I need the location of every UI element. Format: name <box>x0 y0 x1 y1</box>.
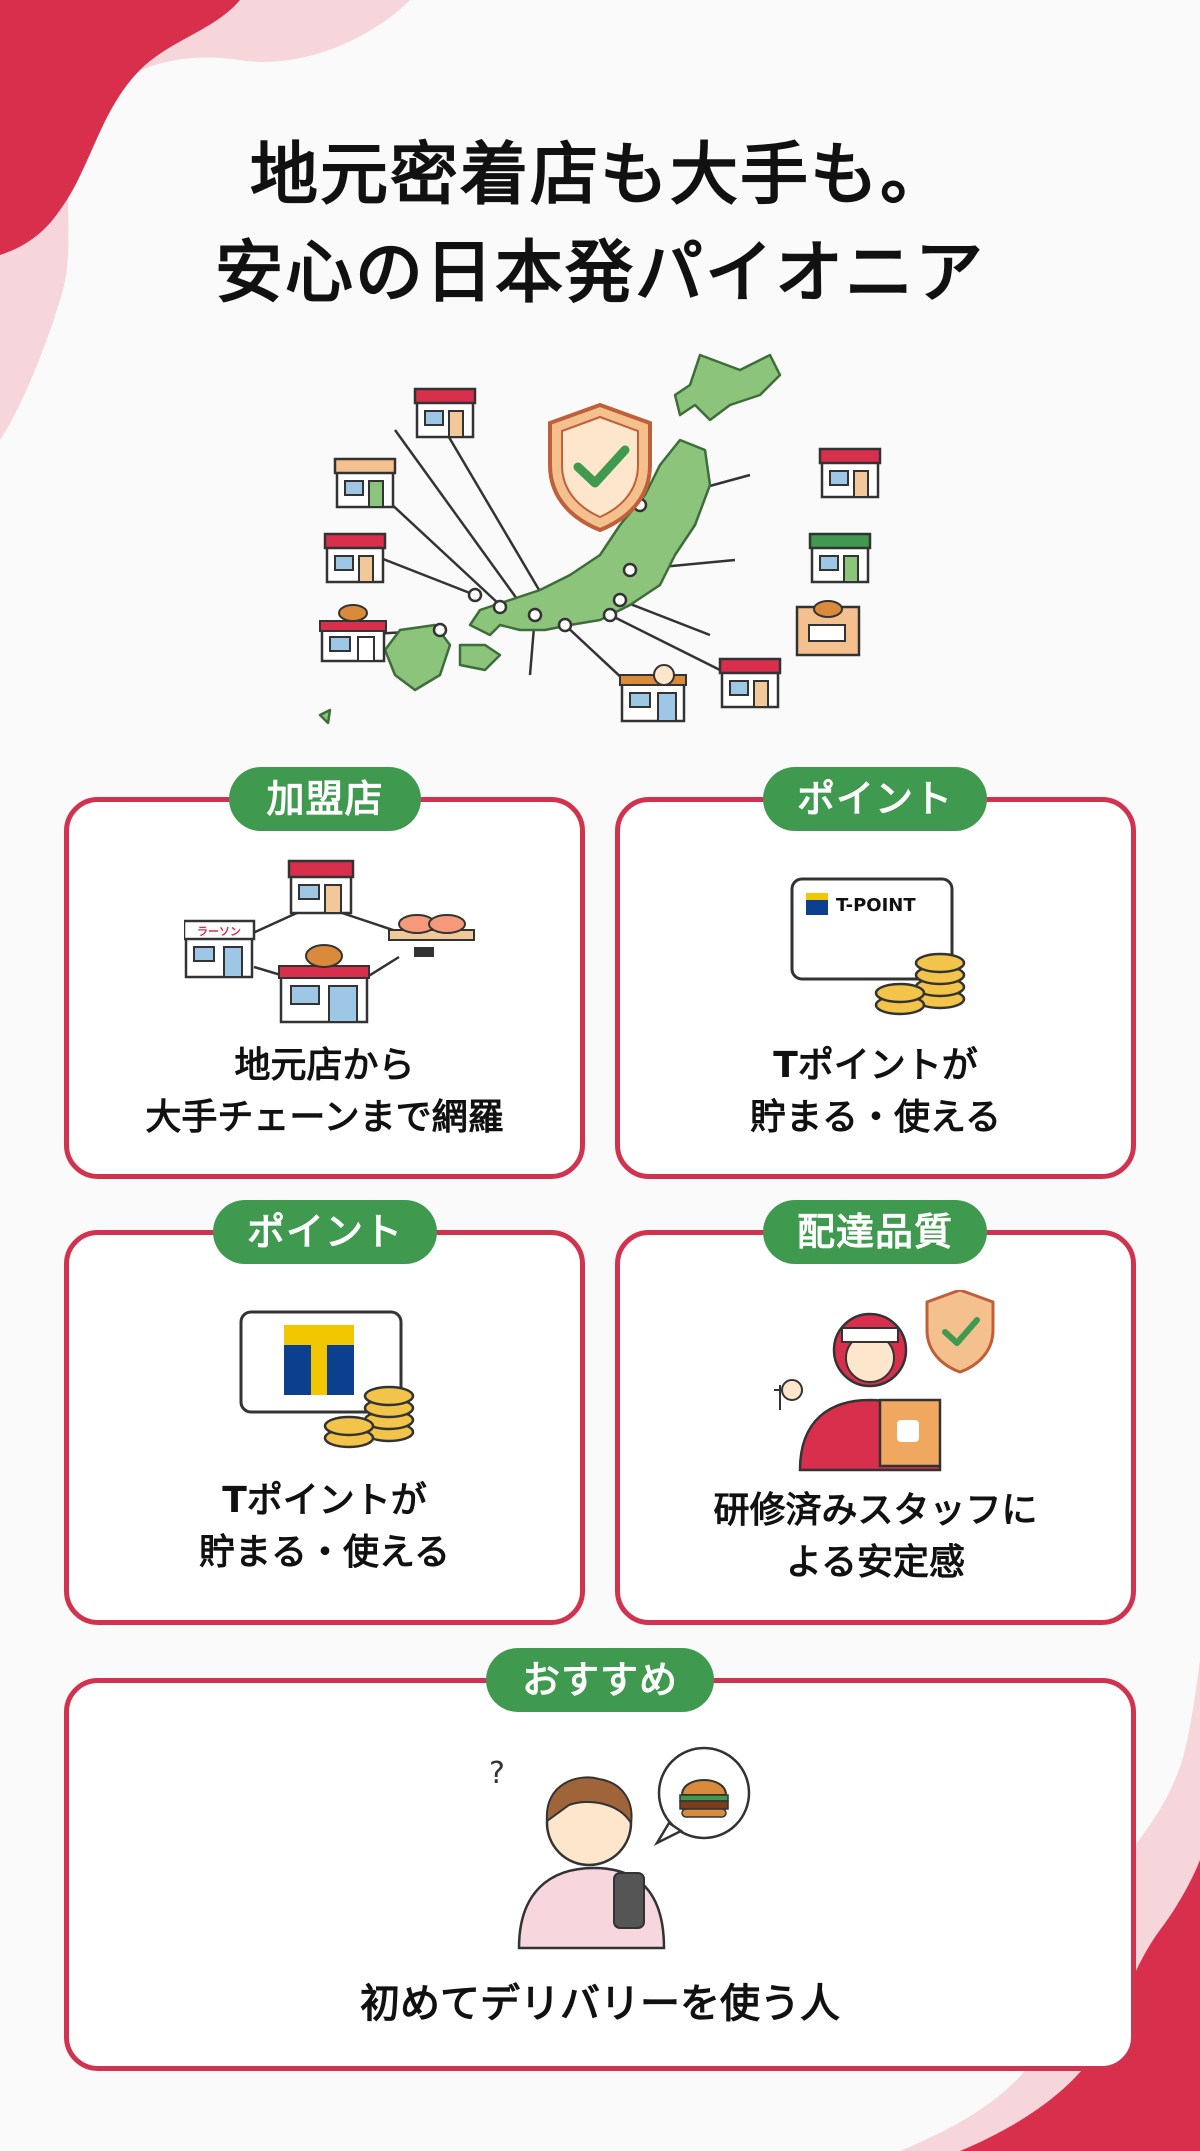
shop-icon-4 <box>818 447 882 499</box>
shop-icon-3 <box>323 532 387 584</box>
t-card-illustration <box>239 1310 415 1449</box>
person-with-phone-illustration: ? <box>489 1746 751 1950</box>
question-mark-icon: ? <box>489 1756 505 1791</box>
burger-icon <box>679 1779 729 1818</box>
convenience-store-icon: ラーソン <box>184 919 256 979</box>
shield-check-icon <box>925 1290 995 1374</box>
shop-icon-1 <box>413 387 477 439</box>
shop-icon-6 <box>795 600 861 657</box>
page-title-line2: 安心の日本発パイオニア <box>214 234 985 313</box>
card-text-line2: 大手チェーンまで網羅 <box>145 1097 504 1138</box>
burger-shop-icon <box>319 604 387 663</box>
page-title-line1: 地元密着店も大手も。 <box>249 136 950 215</box>
badge-member-stores: 加盟店 <box>229 767 421 831</box>
badge-points-1: ポイント <box>763 767 987 831</box>
t-point-card-illustration: T-POINT <box>790 877 966 1016</box>
card-text-line1: Tポイントが <box>773 1045 978 1086</box>
card-member-stores: ラーソン 地元店から 大手チェーンまで網羅 <box>64 797 585 1179</box>
card-text-line2: 貯まる・使える <box>750 1097 1001 1138</box>
shop-icon-7 <box>718 657 782 709</box>
shop-icon-8 <box>619 664 687 723</box>
card-points-2: Tポイントが 貯まる・使える <box>64 1230 585 1625</box>
card-recommend: ? 初めてデリバリーを使う人 <box>64 1678 1136 2071</box>
store-network-illustration: ラーソン <box>184 859 475 1024</box>
store-sign-text: ラーソン <box>197 925 241 938</box>
card-text-line1: Tポイントが <box>222 1480 427 1521</box>
badge-delivery-quality: 配達品質 <box>763 1200 987 1264</box>
delivery-staff-illustration <box>774 1290 995 1472</box>
t-point-card-text: T-POINT <box>836 895 916 916</box>
coin-stack-icon <box>874 952 966 1016</box>
card-points-1: T-POINT Tポイントが 貯まる・使える <box>615 797 1136 1179</box>
card-text-line1: 地元店から <box>234 1045 415 1086</box>
shop-icon <box>287 859 355 915</box>
shield-check-icon <box>548 402 652 533</box>
recommend-text: 初めてデリバリーを使う人 <box>360 1981 840 2027</box>
badge-points-2: ポイント <box>213 1200 437 1264</box>
card-text-line2: 貯まる・使える <box>199 1532 450 1573</box>
top-left-blob <box>0 0 410 440</box>
coin-stack-icon <box>323 1385 415 1449</box>
card-text-line1: 研修済みスタッフに <box>713 1490 1038 1531</box>
shop-icon-2 <box>333 457 397 509</box>
japan-map-illustration <box>300 345 900 735</box>
sushi-icon <box>388 914 475 957</box>
card-delivery-quality: 研修済みスタッフに よる安定感 <box>615 1230 1136 1625</box>
burger-shop-icon <box>278 944 370 1024</box>
card-text-line2: よる安定感 <box>786 1542 965 1583</box>
japan-shape <box>318 353 782 725</box>
shop-icon-5 <box>808 532 872 584</box>
badge-recommend: おすすめ <box>486 1648 714 1712</box>
